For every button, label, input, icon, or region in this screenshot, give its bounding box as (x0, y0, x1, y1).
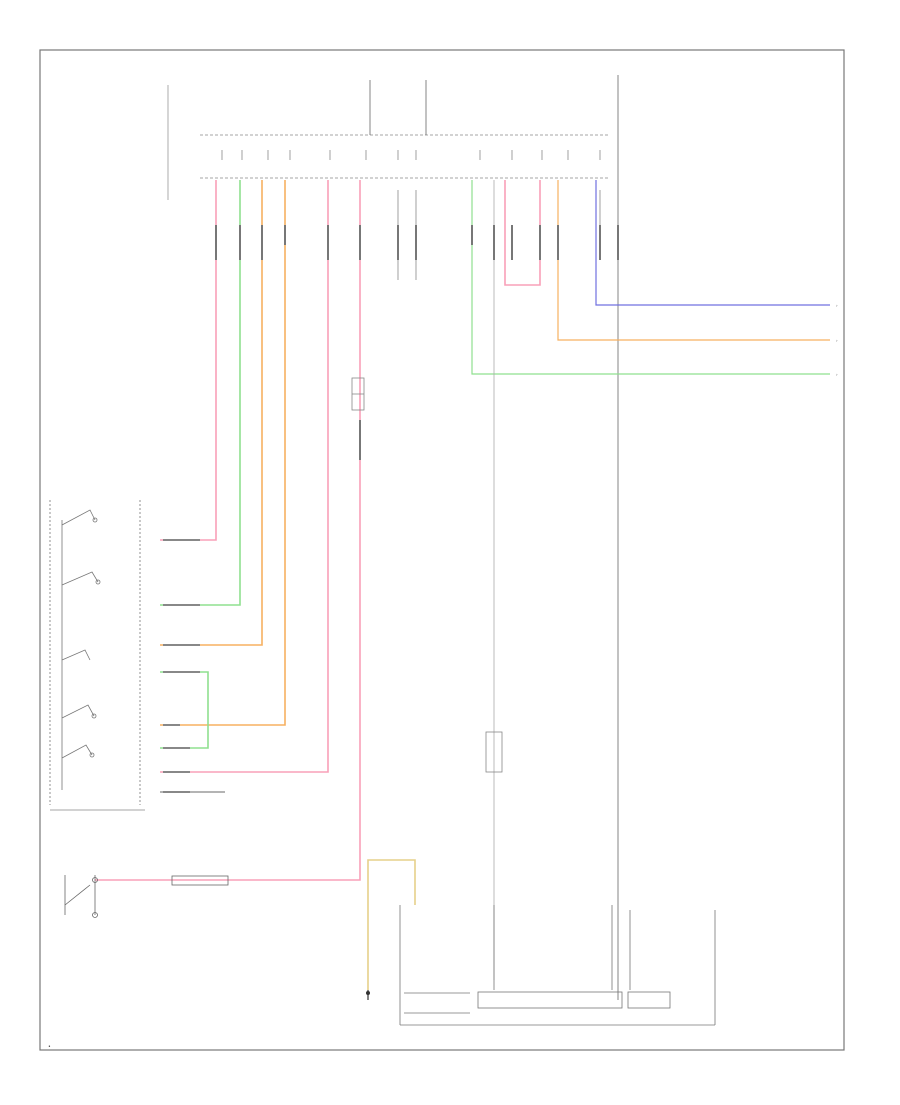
combination-meter (399, 905, 716, 1026)
wire-end-markers: › › › (836, 303, 838, 377)
wire-orange-right (557, 180, 830, 341)
svg-text:›: › (836, 372, 838, 377)
wire-green-2 (160, 671, 209, 749)
bus-pin-marks (221, 150, 601, 160)
diagram-frame (39, 49, 845, 1051)
switch-assembly (49, 500, 141, 805)
wire-green-1 (160, 180, 241, 606)
wire-pink-3 (95, 180, 361, 881)
wire-connector-marks (215, 225, 619, 460)
wire-orange-1 (160, 180, 263, 646)
wire-green-right (471, 180, 830, 375)
wire-pink-2 (160, 180, 329, 773)
page-id: • (48, 1045, 51, 1050)
door-switch (64, 875, 98, 918)
wire-pink-1 (160, 180, 217, 541)
switch-pin-marks (163, 539, 200, 793)
inline-component (351, 377, 365, 411)
wire-pink-loop (504, 180, 541, 286)
wire-blue-right (595, 180, 830, 306)
svg-text:›: › (836, 303, 838, 308)
buzzer-component (485, 731, 503, 773)
wire-orange-2 (160, 180, 286, 726)
svg-text:›: › (836, 338, 838, 343)
wire-yellow (367, 859, 416, 990)
ground-point (366, 991, 370, 995)
inline-connector (171, 875, 229, 886)
